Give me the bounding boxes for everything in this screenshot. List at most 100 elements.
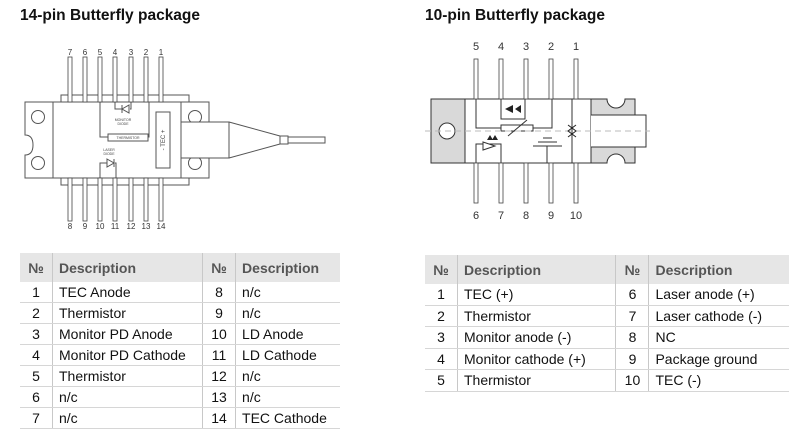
pin-number: 9 (615, 348, 650, 370)
pin-description: Package ground (648, 348, 789, 370)
pin-lead (82, 177, 88, 222)
pin-description: n/c (235, 282, 340, 303)
label-monitor: MONITOR (115, 118, 132, 122)
pin-label: 2 (548, 41, 554, 53)
pin-description: n/c (52, 386, 204, 408)
pin-description: n/c (235, 365, 340, 387)
pin-lead (128, 177, 134, 222)
pin-lead (473, 162, 479, 204)
pin-number: 6 (20, 386, 53, 408)
pin-label: 10 (96, 222, 105, 230)
pin-description: Monitor PD Anode (52, 323, 204, 345)
pin-description: Laser anode (+) (648, 284, 789, 306)
diagram-14-pin: MONITOR DIODE THERMISTOR LASER DIODE - T… (24, 48, 326, 230)
pin-label: 8 (68, 222, 73, 230)
pin-description: TEC Cathode (235, 407, 340, 429)
label-tec: - TEC + (161, 129, 167, 150)
pin-description: Monitor PD Cathode (52, 344, 204, 366)
pin-label: 9 (83, 222, 88, 230)
pin-number: 1 (20, 282, 53, 303)
pin-description: TEC (-) (648, 369, 789, 392)
table-header-row: № Description № Description (20, 253, 340, 282)
header-no: № (202, 253, 237, 282)
header-no: № (425, 255, 458, 284)
pin-lead (67, 177, 73, 222)
pin-description: Monitor anode (-) (457, 326, 617, 349)
pin-number: 5 (20, 365, 53, 387)
pin-lead (97, 56, 103, 103)
header-description: Description (52, 253, 204, 282)
pin-number: 9 (202, 302, 237, 324)
pin-number: 14 (202, 407, 237, 429)
pin-lead (112, 177, 118, 222)
pin-number: 11 (202, 344, 237, 366)
tec-icon (567, 124, 577, 138)
pin-number: 3 (425, 326, 458, 349)
header-description: Description (648, 255, 789, 284)
pin-lead (523, 162, 529, 204)
pin-lead (473, 58, 479, 100)
pin-description: n/c (235, 302, 340, 324)
title-14-pin: 14-pin Butterfly package (20, 7, 201, 24)
pin-label: 4 (113, 48, 118, 57)
laser-diode-icon (487, 135, 498, 140)
title-10-pin: 10-pin Butterfly package (425, 7, 606, 24)
pin-label: 10 (570, 210, 582, 222)
pin-lead (573, 58, 579, 100)
pin-label: 7 (68, 48, 73, 57)
pin-label: 13 (142, 222, 151, 230)
pin-number: 13 (202, 386, 237, 408)
pin-description: Thermistor (457, 305, 617, 327)
pin-label: 5 (98, 48, 103, 57)
monitor-diode-icon (505, 105, 521, 113)
header-no: № (20, 253, 53, 282)
pin-label: 8 (523, 210, 529, 222)
pin-number: 10 (615, 369, 650, 392)
pin-lead (158, 177, 164, 222)
pin-label: 2 (144, 48, 149, 57)
table-header-row: № Description № Description (425, 255, 789, 284)
header-no: № (615, 255, 650, 284)
pin-number: 4 (425, 348, 458, 370)
pin-lead (82, 56, 88, 103)
pin-lead (128, 56, 134, 103)
pin-label: 14 (157, 222, 166, 230)
pin-lead (573, 162, 579, 204)
pin-number: 7 (20, 407, 53, 429)
pin-label: 3 (523, 41, 529, 53)
pin-description: Thermistor (52, 302, 204, 324)
pin-description: TEC (+) (457, 284, 617, 306)
pin-lead (112, 56, 118, 103)
pin-lead (143, 177, 149, 222)
pin-lead (548, 162, 554, 204)
pin-number: 6 (615, 284, 650, 306)
pin-lead (158, 56, 164, 103)
pin-number: 1 (425, 284, 458, 306)
pin-label: 1 (573, 41, 579, 53)
pin-lead (548, 58, 554, 100)
pin-number: 8 (615, 326, 650, 349)
pin-description: Thermistor (457, 369, 617, 392)
label-monitor-diode: DIODE (117, 122, 129, 126)
pin-label: 6 (83, 48, 88, 57)
pin-description: LD Anode (235, 323, 340, 345)
pin-number: 7 (615, 305, 650, 327)
header-description: Description (457, 255, 617, 284)
pin-label: 5 (473, 41, 479, 53)
pin-description: Thermistor (52, 365, 204, 387)
label-thermistor: THERMISTOR (116, 136, 140, 140)
pin-number: 5 (425, 369, 458, 392)
pin-lead (498, 162, 504, 204)
